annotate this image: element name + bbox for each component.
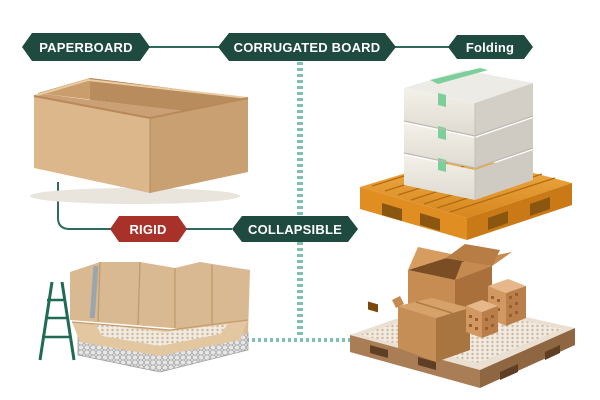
pallet-with-cartons (360, 68, 572, 313)
connector-paperboard-rigid (57, 182, 118, 230)
tag-folding: Folding (448, 35, 533, 59)
tag-folding-label: Folding (466, 40, 514, 55)
tag-paperboard-label: PAPERBOARD (39, 40, 133, 55)
brick-cube-stack (466, 279, 526, 338)
tag-collapsible: COLLAPSIBLE (232, 216, 358, 242)
white-carton-stack (403, 68, 534, 200)
ladder-icon (38, 281, 76, 361)
tag-corrugated-board-label: CORRUGATED BOARD (234, 40, 381, 55)
open-cardboard-box (30, 78, 249, 204)
tag-collapsible-label: COLLAPSIBLE (248, 222, 342, 237)
tag-rigid: RIGID (110, 216, 187, 242)
tag-corrugated-board: CORRUGATED BOARD (218, 33, 396, 61)
closed-brown-box (392, 296, 470, 362)
wooden-pallet-with-boxes (350, 244, 575, 388)
collapsible-honeycomb-stack (70, 261, 250, 373)
tag-rigid-label: RIGID (129, 222, 166, 237)
connector-lines (57, 46, 452, 342)
tag-paperboard: PAPERBOARD (22, 33, 150, 61)
